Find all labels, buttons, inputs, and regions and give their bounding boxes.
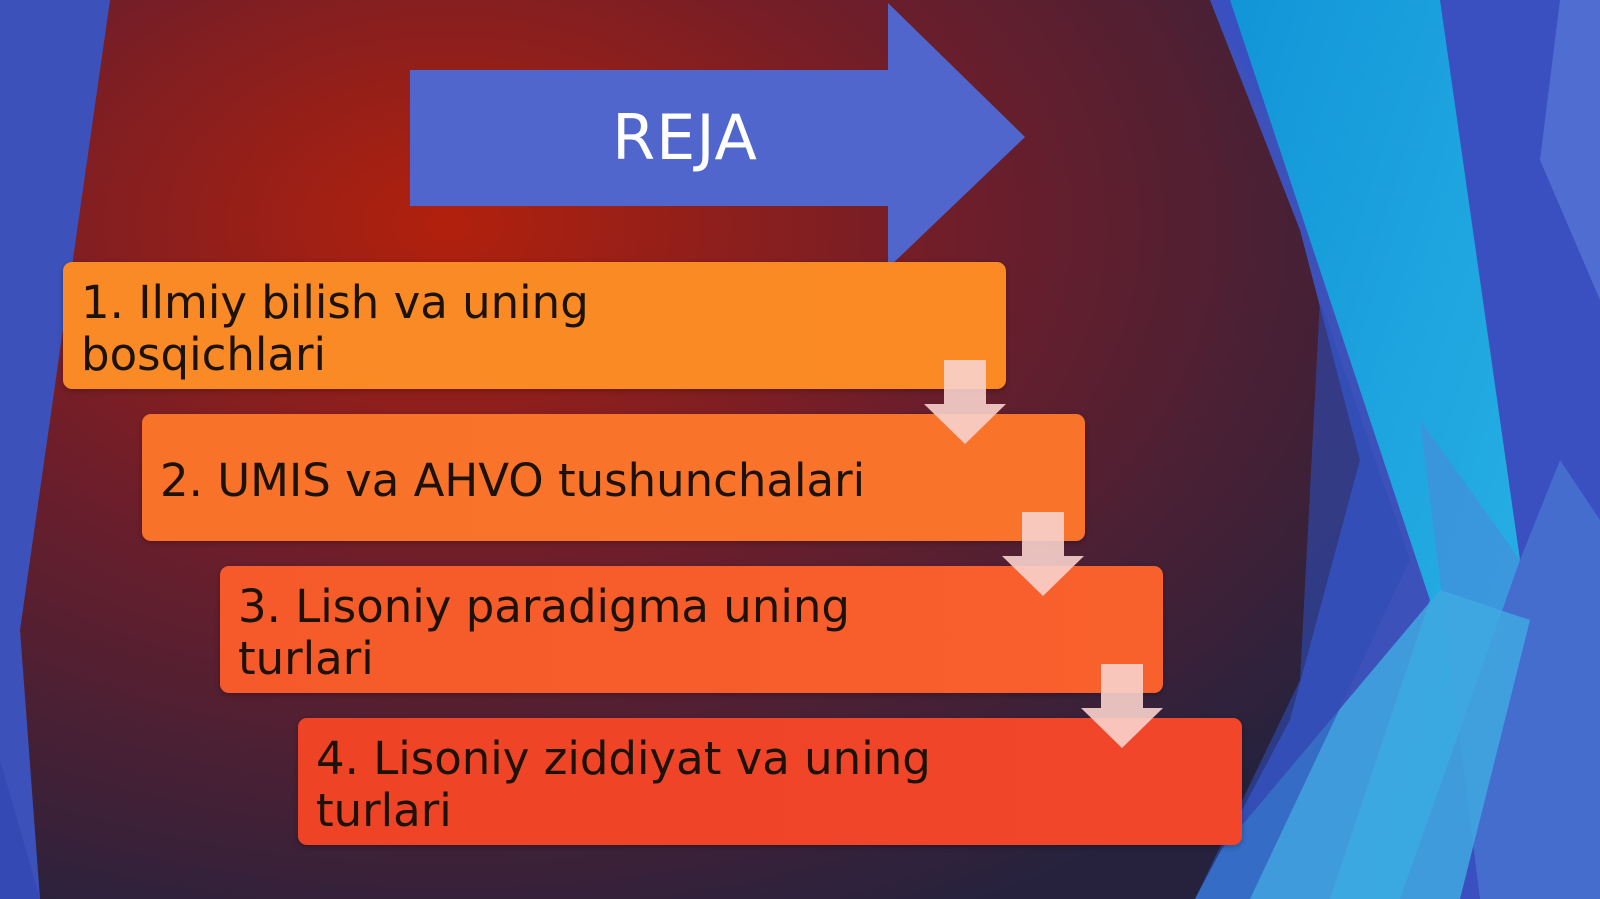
slide-title: REJA [612,101,758,174]
plan-step-2: 2. UMIS va AHVO tushunchalari [142,414,1085,541]
plan-step-3-label: 3. Lisoniy paradigma uning turlari [238,579,850,685]
down-arrow-icon [1002,512,1084,596]
plan-step-1: 1. Ilmiy bilish va uning bosqichlari [63,262,1006,389]
plan-step-4: 4. Lisoniy ziddiyat va uning turlari [298,718,1242,845]
down-arrow-icon [924,360,1006,444]
down-arrow-icon [1081,664,1163,748]
plan-step-3: 3. Lisoniy paradigma uning turlari [220,566,1163,693]
plan-step-1-label: 1. Ilmiy bilish va uning bosqichlari [81,275,589,381]
plan-step-2-label: 2. UMIS va AHVO tushunchalari [160,453,866,507]
plan-step-4-label: 4. Lisoniy ziddiyat va uning turlari [316,731,931,837]
